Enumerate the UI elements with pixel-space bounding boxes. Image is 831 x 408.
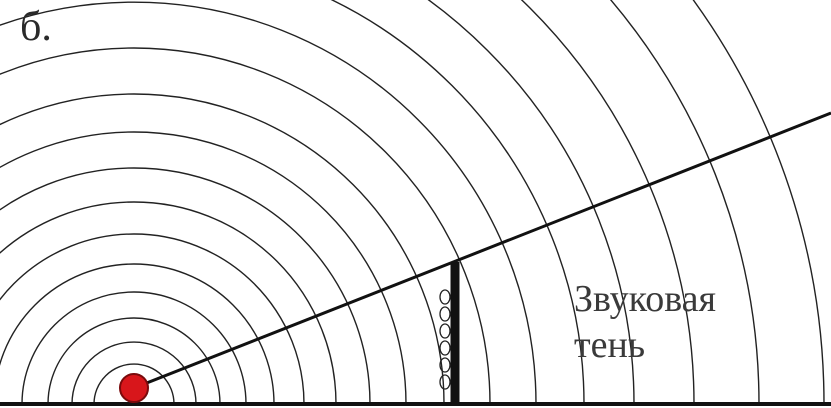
shadow-label-line1: Звуковая xyxy=(574,276,716,322)
wavefront-arc-11 xyxy=(0,48,490,404)
shadow-label-line2: тень xyxy=(574,322,716,368)
diffraction-wavelets xyxy=(440,290,450,389)
sound-shadow-label: Звуковая тень xyxy=(574,276,716,368)
sound-source-dot xyxy=(120,374,148,402)
wavefront-arc-9 xyxy=(0,132,406,404)
panel-label: б. xyxy=(20,6,52,48)
wavefront-arc-6 xyxy=(0,234,304,404)
wavefront-arc-13 xyxy=(0,0,584,404)
boundary-ray xyxy=(134,113,831,388)
